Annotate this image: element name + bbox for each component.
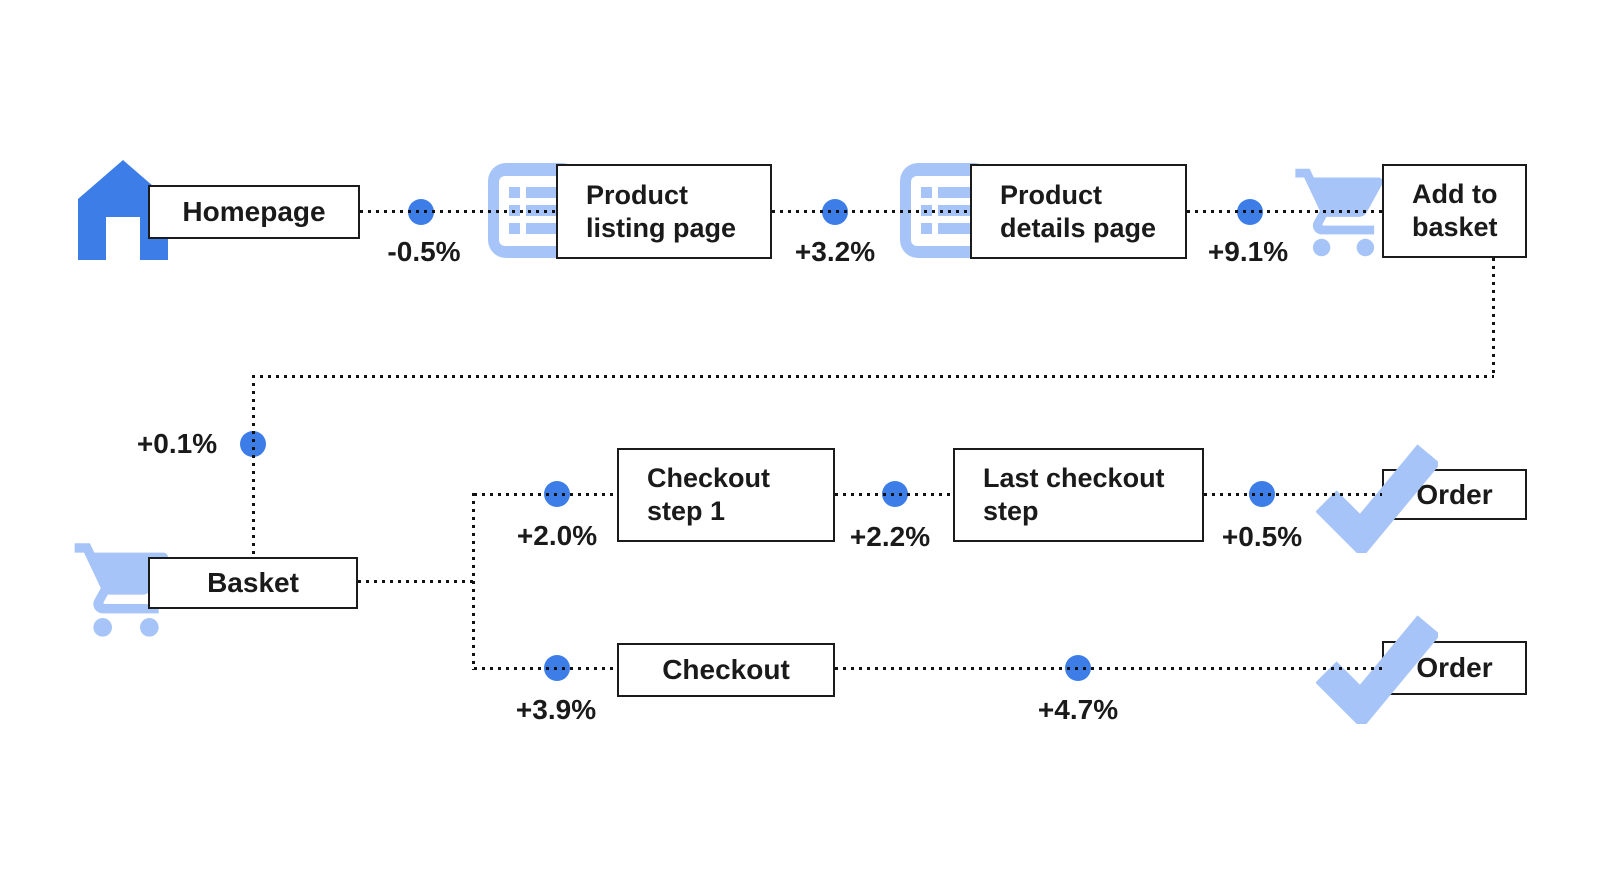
node-homepage-label: Homepage — [182, 196, 326, 227]
edge-line-add-across — [252, 375, 1494, 378]
node-last-checkout-step: Last checkout step — [953, 448, 1204, 542]
edge-line-add-down — [1492, 258, 1495, 376]
node-homepage: Homepage — [148, 185, 360, 239]
node-product-details-page-label-line1: Product — [1000, 179, 1103, 210]
edge-delta-basket-to-checkout: +3.9% — [515, 694, 597, 725]
edge-delta-details-to-add: +9.1% — [1207, 236, 1289, 267]
check-icon — [1316, 615, 1438, 724]
node-checkout-step-1: Checkout step 1 — [617, 448, 835, 542]
edge-delta-homepage-to-listing: -0.5% — [387, 236, 461, 267]
node-product-details-page: Product details page — [970, 164, 1187, 259]
node-product-listing-page: Product listing page — [556, 164, 772, 259]
edge-line-step1-to-last-step — [835, 493, 953, 496]
edge-line-branch-vertical — [472, 493, 475, 670]
edge-line-checkout-to-order — [835, 667, 1382, 670]
node-checkout: Checkout — [617, 643, 835, 697]
node-add-to-basket-label-line1: Add to — [1412, 179, 1498, 209]
edge-delta-step1-to-last-step: +2.2% — [849, 521, 931, 552]
node-last-checkout-step-label-line1: Last checkout — [983, 463, 1165, 493]
node-product-listing-page-label-line1: Product — [586, 179, 689, 210]
edge-line-listing-to-details — [772, 210, 970, 213]
node-add-to-basket: Add to basket — [1382, 164, 1527, 258]
node-checkout-step-1-label-line2: step 1 — [647, 496, 726, 526]
edge-line-details-to-add — [1187, 210, 1382, 213]
node-basket: Basket — [148, 557, 358, 609]
node-basket-label: Basket — [207, 567, 299, 598]
node-add-to-basket-label-line2: basket — [1412, 212, 1498, 242]
node-checkout-label: Checkout — [662, 654, 790, 685]
edge-delta-add-to-basket: +0.1% — [136, 428, 218, 459]
edge-delta-listing-to-details: +3.2% — [794, 236, 876, 267]
node-last-checkout-step-label-line2: step — [983, 496, 1039, 526]
edge-line-homepage-to-listing — [360, 210, 556, 213]
node-product-listing-page-label-line2: listing page — [586, 212, 737, 243]
home-icon — [78, 160, 168, 260]
edge-line-down-to-basket — [252, 375, 255, 557]
edge-delta-checkout-to-order: +4.7% — [1037, 694, 1119, 725]
edge-line-branch-to-checkout-step-1 — [474, 493, 617, 496]
node-product-details-page-label-line2: details page — [1000, 212, 1157, 243]
edge-delta-basket-to-step1: +2.0% — [516, 520, 598, 551]
node-order-bottom-label: Order — [1416, 652, 1493, 683]
edge-line-last-step-to-order — [1204, 493, 1382, 496]
cart-icon — [74, 543, 168, 637]
node-checkout-step-1-label-line1: Checkout — [647, 463, 771, 493]
edge-line-basket-to-branch — [358, 580, 475, 583]
check-icon — [1316, 444, 1438, 553]
edge-delta-last-step-to-order: +0.5% — [1221, 521, 1303, 552]
node-order-top-label: Order — [1416, 478, 1493, 510]
edge-line-branch-to-checkout — [474, 667, 617, 670]
